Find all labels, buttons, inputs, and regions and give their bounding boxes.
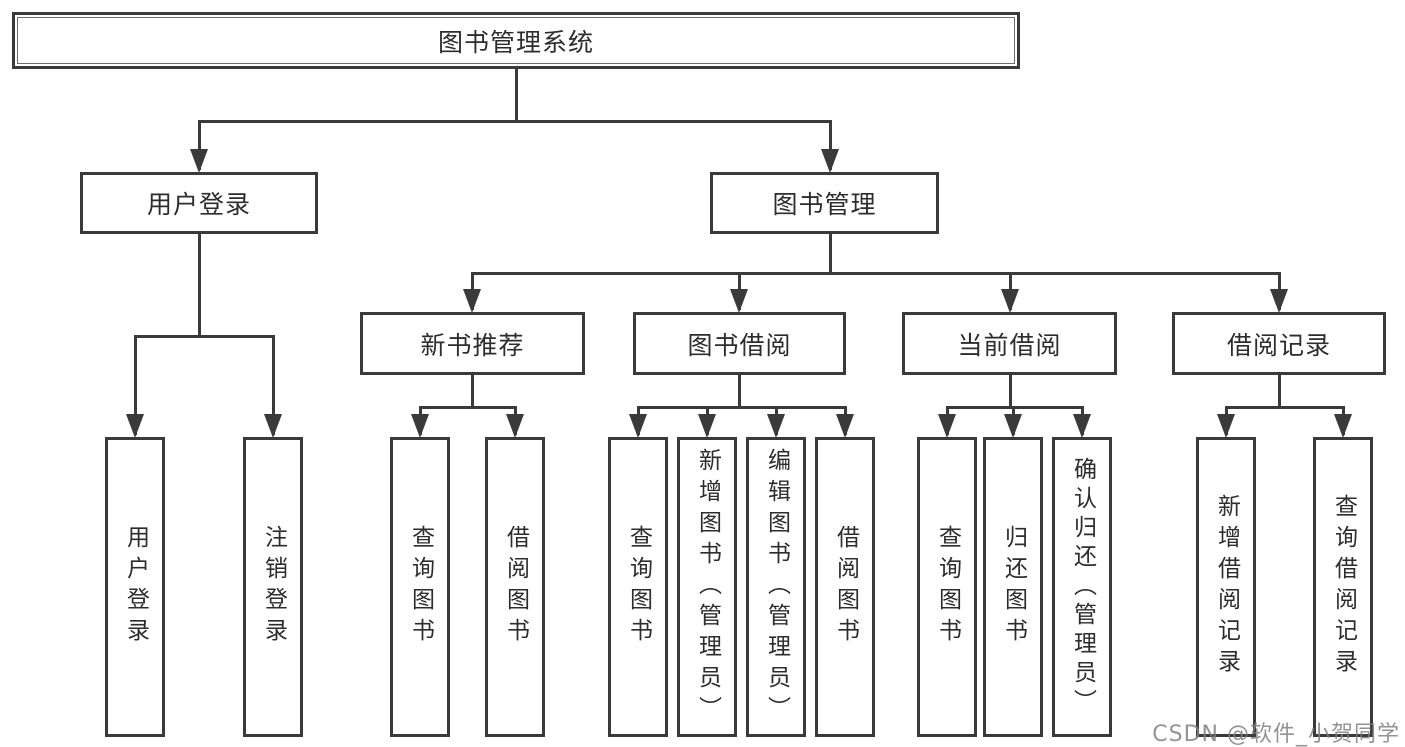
arrowhead-down-icon — [1270, 289, 1288, 313]
arrowhead-down-icon — [126, 414, 144, 438]
node-label: 借阅图书 — [502, 525, 529, 649]
leaf-query-books-borrow: 查询图书 — [608, 437, 668, 737]
node-label: 查询图书 — [625, 525, 652, 649]
connector-line-horizontal — [637, 406, 847, 409]
arrowhead-down-icon — [938, 414, 956, 438]
connector-line-horizontal — [134, 335, 275, 338]
arrowhead-down-icon — [730, 289, 748, 313]
arrowhead-down-icon — [1073, 414, 1091, 438]
node-label: 借阅图书 — [832, 525, 859, 649]
node-label: 编辑图书（管理员） — [763, 447, 790, 727]
node-label: 归还图书 — [1000, 525, 1027, 649]
arrowhead-down-icon — [836, 414, 854, 438]
connector-line-horizontal — [198, 120, 832, 123]
connector-line-vertical — [515, 69, 518, 121]
leaf-borrow-books-recommend: 借阅图书 — [485, 437, 545, 737]
node-current-borrow: 当前借阅 — [902, 312, 1117, 375]
arrowhead-down-icon — [190, 149, 208, 173]
node-label: 用户登录 — [146, 190, 251, 219]
arrowhead-down-icon — [463, 289, 481, 313]
connector-line-vertical — [134, 336, 137, 435]
leaf-return-book: 归还图书 — [983, 437, 1043, 737]
connector-line-vertical — [1278, 375, 1281, 407]
node-label: 新增图书（管理员） — [694, 447, 721, 727]
leaf-add-borrow-record: 新增借阅记录 — [1196, 437, 1256, 737]
arrowhead-down-icon — [767, 414, 785, 438]
node-label: 图书管理系统 — [437, 27, 594, 57]
leaf-add-book-admin: 新增图书（管理员） — [677, 437, 737, 737]
leaf-logout: 注销登录 — [243, 437, 303, 737]
connector-line-vertical — [829, 121, 832, 170]
node-label: 新增借阅记录 — [1213, 494, 1240, 680]
leaf-edit-book-admin: 编辑图书（管理员） — [746, 437, 806, 737]
connector-line-horizontal — [1225, 406, 1345, 409]
leaf-query-borrow-record: 查询借阅记录 — [1313, 437, 1373, 737]
node-label: 查询图书 — [934, 525, 961, 649]
node-book-borrow: 图书借阅 — [633, 312, 846, 375]
connector-line-vertical — [198, 121, 201, 170]
arrowhead-down-icon — [506, 414, 524, 438]
connector-line-vertical — [471, 375, 474, 407]
node-new-book-recommend: 新书推荐 — [360, 312, 585, 375]
connector-line-horizontal — [419, 406, 517, 409]
connector-line-horizontal — [946, 406, 1084, 409]
connector-line-vertical — [829, 234, 832, 273]
leaf-query-books-recommend: 查询图书 — [390, 437, 450, 737]
leaf-confirm-return-admin: 确认归还（管理员） — [1052, 437, 1112, 737]
leaf-user-login: 用户登录 — [105, 437, 165, 737]
arrowhead-down-icon — [264, 414, 282, 438]
node-label: 用户登录 — [122, 525, 149, 649]
node-library-management-system: 图书管理系统 — [12, 12, 1020, 69]
connector-line-vertical — [1009, 375, 1012, 407]
node-label: 查询图书 — [407, 525, 434, 649]
connector-line-vertical — [738, 375, 741, 407]
connector-line-vertical — [272, 336, 275, 435]
leaf-borrow-books: 借阅图书 — [815, 437, 875, 737]
csdn-watermark: CSDN @软件_小贺同学 — [1152, 722, 1400, 747]
node-user-login: 用户登录 — [80, 172, 318, 234]
node-label: 图书管理 — [772, 190, 877, 219]
arrowhead-down-icon — [411, 414, 429, 438]
node-label: 注销登录 — [260, 525, 287, 649]
arrowhead-down-icon — [629, 414, 647, 438]
leaf-query-books-current: 查询图书 — [917, 437, 977, 737]
node-label: 借阅记录 — [1226, 330, 1331, 360]
arrowhead-down-icon — [1001, 289, 1019, 313]
arrowhead-down-icon — [821, 149, 839, 173]
arrowhead-down-icon — [1004, 414, 1022, 438]
node-label: 确认归还（管理员） — [1069, 456, 1096, 718]
node-label: 图书借阅 — [687, 330, 792, 360]
node-label: 当前借阅 — [957, 330, 1062, 360]
arrowhead-down-icon — [1334, 414, 1352, 438]
arrowhead-down-icon — [698, 414, 716, 438]
node-borrow-records: 借阅记录 — [1172, 312, 1386, 375]
connector-line-horizontal — [471, 272, 1281, 275]
connector-line-vertical — [198, 234, 201, 336]
node-book-management: 图书管理 — [710, 172, 939, 234]
node-label: 新书推荐 — [420, 330, 525, 360]
arrowhead-down-icon — [1217, 414, 1235, 438]
node-label: 查询借阅记录 — [1330, 494, 1357, 680]
